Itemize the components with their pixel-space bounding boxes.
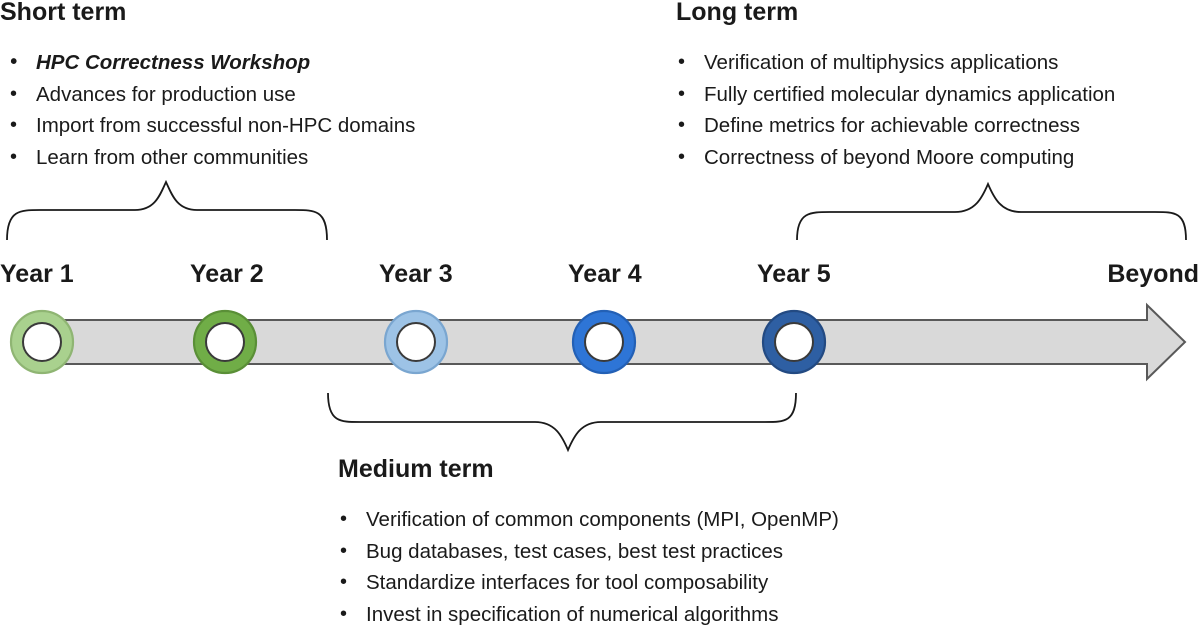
medium-term-item: Invest in specification of numerical alg… xyxy=(336,599,839,630)
medium-term-item: Standardize interfaces for tool composab… xyxy=(336,567,839,599)
year-5-label: Year 5 xyxy=(757,262,831,287)
beyond-label: Beyond xyxy=(1107,262,1199,287)
year-1-milestone-center xyxy=(23,323,61,361)
year-2-label: Year 2 xyxy=(190,262,264,287)
medium-term-item: Bug databases, test cases, best test pra… xyxy=(336,536,839,568)
medium-term-list: Verification of common components (MPI, … xyxy=(336,504,839,630)
year-4-milestone-center xyxy=(585,323,623,361)
medium-term-brace xyxy=(328,393,796,450)
medium-term-item: Verification of common components (MPI, … xyxy=(336,504,839,536)
year-4-label: Year 4 xyxy=(568,262,642,287)
year-5-milestone-center xyxy=(775,323,813,361)
year-2-milestone-center xyxy=(206,323,244,361)
year-3-milestone-center xyxy=(397,323,435,361)
short-term-brace xyxy=(7,182,327,240)
year-3-label: Year 3 xyxy=(379,262,453,287)
year-1-label: Year 1 xyxy=(0,262,74,287)
long-term-brace xyxy=(797,184,1186,240)
medium-term-title: Medium term xyxy=(338,457,494,482)
